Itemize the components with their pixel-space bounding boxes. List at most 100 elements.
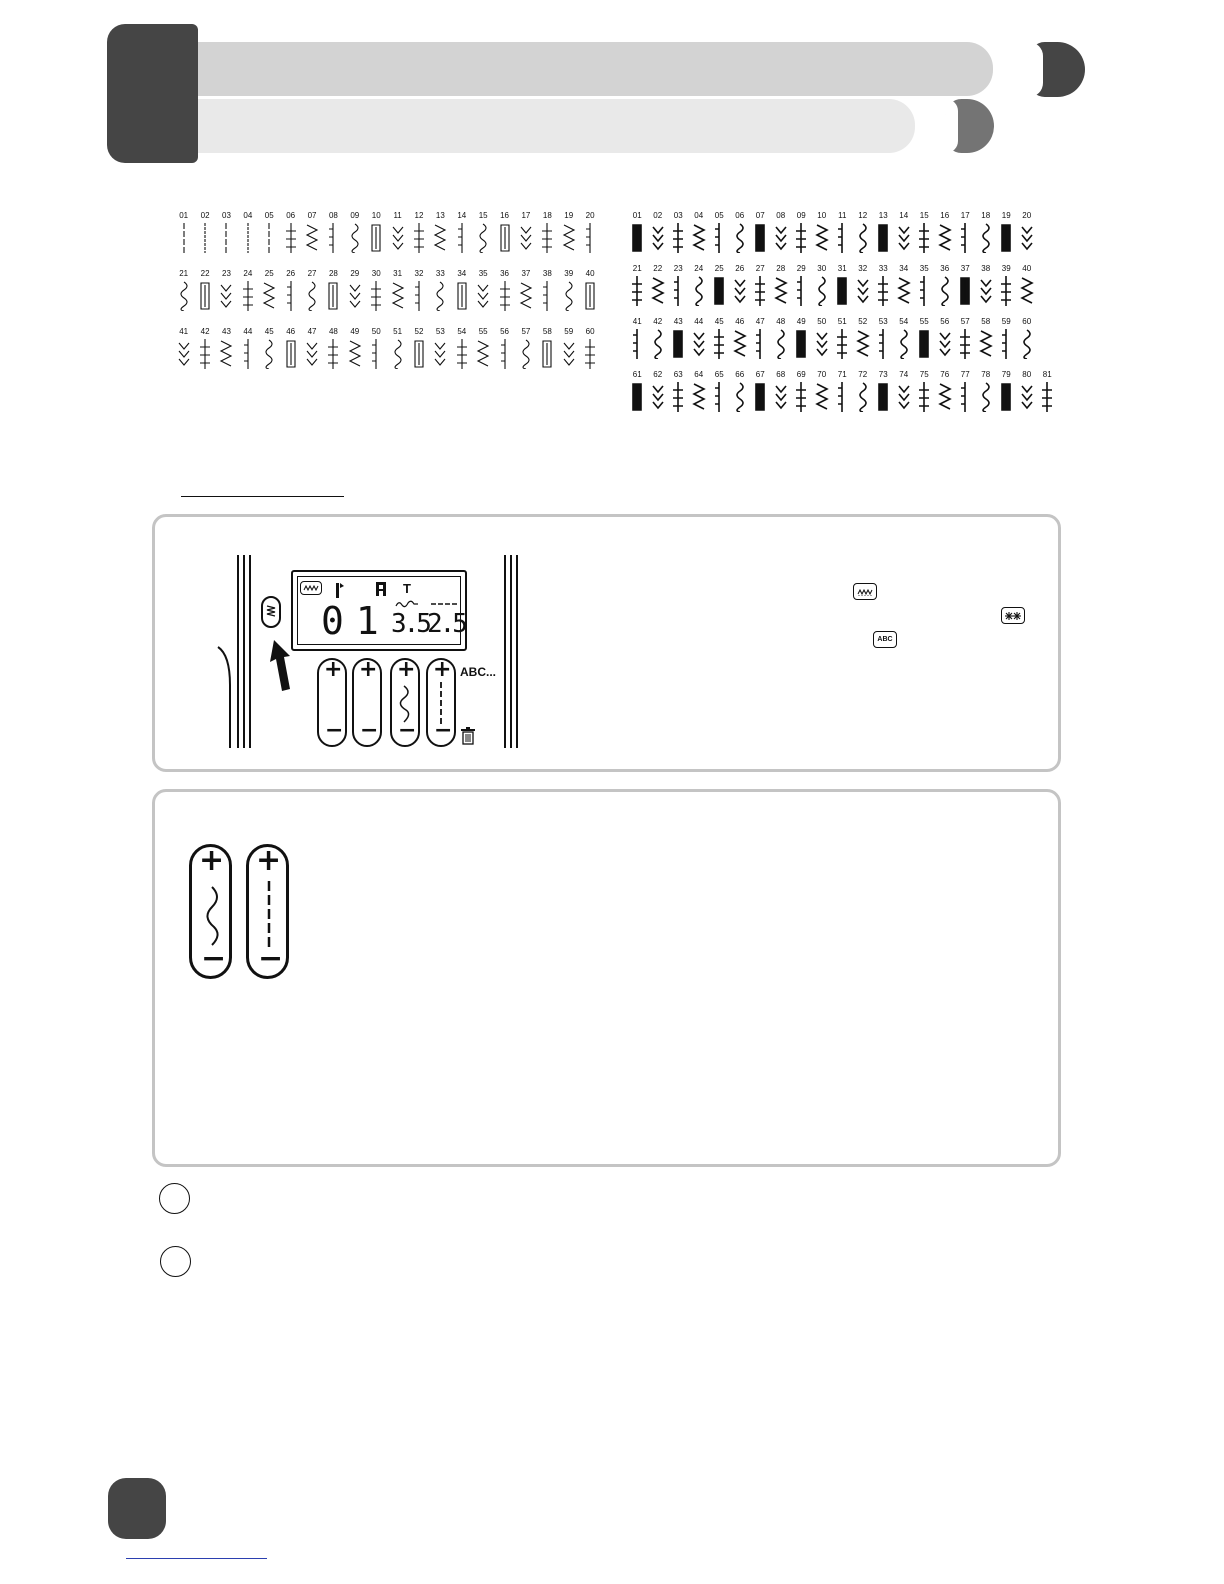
minus-icon[interactable]: − (398, 718, 417, 743)
stitch-cell: 22 (194, 269, 215, 319)
stitch-number: 17 (960, 211, 970, 220)
stitch-number: 21 (632, 264, 642, 273)
memory-adjust-button[interactable]: + − (352, 657, 382, 747)
utility-mode-key[interactable] (853, 583, 877, 600)
stitch-cell: 33 (873, 264, 894, 312)
stitch-number: 69 (796, 370, 806, 379)
stitch-symbol-icon (855, 330, 870, 357)
stitch-symbol-icon (562, 224, 575, 251)
stitch-cell: 33 (430, 269, 451, 319)
plus-icon[interactable]: + (433, 657, 452, 682)
plus-icon[interactable]: + (359, 657, 378, 682)
section-heading-underline (181, 496, 344, 497)
stitch-cell: 07 (301, 211, 322, 261)
minus-icon[interactable]: − (325, 718, 344, 743)
stitch-symbol-icon (348, 340, 362, 367)
stitch-symbol-icon (225, 223, 228, 253)
minus-icon[interactable]: − (360, 718, 379, 743)
stitch-symbol-icon (220, 340, 233, 367)
plus-icon[interactable]: + (199, 843, 225, 878)
stitch-symbol-icon (286, 281, 292, 311)
stitch-symbol-icon (960, 277, 971, 305)
stitch-number: 09 (796, 211, 806, 220)
stitch-number: 75 (919, 370, 929, 379)
stitch-symbol-icon (735, 382, 744, 412)
stitch-number: 34 (457, 269, 467, 278)
stitch-cell: 32 (853, 264, 874, 312)
stitch-symbol-icon (457, 282, 467, 310)
stitch-number: 72 (858, 370, 868, 379)
stitch-number: 14 (899, 211, 909, 220)
stitch-cell: 78 (976, 370, 997, 418)
stitch-cell: 57 (955, 317, 976, 365)
stitch-number: 01 (632, 211, 642, 220)
minus-icon[interactable]: − (434, 718, 453, 743)
stitch-symbol-icon (755, 383, 766, 411)
stitch-number: 40 (1022, 264, 1032, 273)
decorative-mode-key[interactable] (1001, 607, 1025, 624)
plus-icon[interactable]: + (256, 843, 282, 878)
minus-icon[interactable]: − (258, 941, 284, 976)
stitch-symbol-icon (519, 282, 533, 309)
stitch-number: 36 (500, 269, 509, 278)
stitch-number: 55 (478, 327, 488, 336)
stitch-symbol-icon (838, 382, 844, 412)
stitch-number: 27 (307, 269, 317, 278)
stitch-cell: 02 (194, 211, 215, 261)
alphabet-mode-key[interactable]: ABC (873, 631, 897, 648)
stitch-symbol-icon (394, 339, 402, 369)
stitch-number: 56 (500, 327, 509, 336)
stitch-number: 45 (714, 317, 724, 326)
stitch-length-adjust-button[interactable]: + − (426, 657, 456, 747)
stitch-symbol-icon (981, 223, 990, 253)
stitch-cell: 58 (537, 327, 558, 377)
stitch-cell: 06 (730, 211, 751, 259)
stitch-symbol-icon (633, 329, 639, 359)
plus-icon[interactable]: + (324, 657, 343, 682)
stitch-number: 13 (435, 211, 445, 220)
stitch-cell: 19 (558, 211, 579, 261)
stitch-number: 53 (878, 317, 888, 326)
stitch-symbol-icon (247, 223, 249, 253)
stitch-cell: 64 (689, 370, 710, 418)
stitch-cell: 45 (709, 317, 730, 365)
stitch-length-button-large[interactable]: + − (246, 843, 289, 979)
stitch-cell: 05 (709, 211, 730, 259)
stitch-cell: 27 (301, 269, 322, 319)
stitch-number: 34 (899, 264, 909, 273)
stitch-cell: 67 (750, 370, 771, 418)
stitch-symbol-icon (838, 223, 844, 253)
stitch-cell: 43 (216, 327, 237, 377)
stitch-cell: 24 (237, 269, 258, 319)
stitch-symbol-icon (500, 339, 506, 369)
stitch-cell: 14 (451, 211, 472, 261)
width-length-figure (152, 789, 1061, 1167)
stitch-width-adjust-button[interactable]: + − (390, 657, 420, 747)
stitch-cell: 31 (387, 269, 408, 319)
stitch-number: 18 (542, 211, 552, 220)
stitch-cell: 48 (771, 317, 792, 365)
stitch-symbol-icon (306, 342, 318, 366)
plus-icon[interactable]: + (397, 657, 416, 682)
stitch-cell: 73 (873, 370, 894, 418)
stitch-symbol-icon (715, 223, 721, 253)
stitch-cell: 54 (451, 327, 472, 377)
stitch-number: 15 (919, 211, 929, 220)
stitch-number: 37 (960, 264, 970, 273)
stitch-symbol-icon (673, 330, 684, 358)
trash-icon (461, 727, 475, 745)
stitch-cell: 15 (914, 211, 935, 259)
stitch-mode-button[interactable] (261, 596, 281, 628)
needle-position-adjust-button[interactable]: + − (317, 657, 347, 747)
stitch-cell: 50 (812, 317, 833, 365)
stitch-width-button-large[interactable]: + − (189, 843, 232, 979)
minus-icon[interactable]: − (201, 941, 227, 976)
stitch-number: 09 (350, 211, 360, 220)
stitch-symbol-icon (329, 223, 334, 253)
stitch-number: 73 (878, 370, 888, 379)
stitch-symbol-icon (434, 224, 447, 251)
stitch-cell: 01 (627, 211, 648, 259)
stitch-cell: 39 (996, 264, 1017, 312)
stitch-number: 23 (673, 264, 683, 273)
